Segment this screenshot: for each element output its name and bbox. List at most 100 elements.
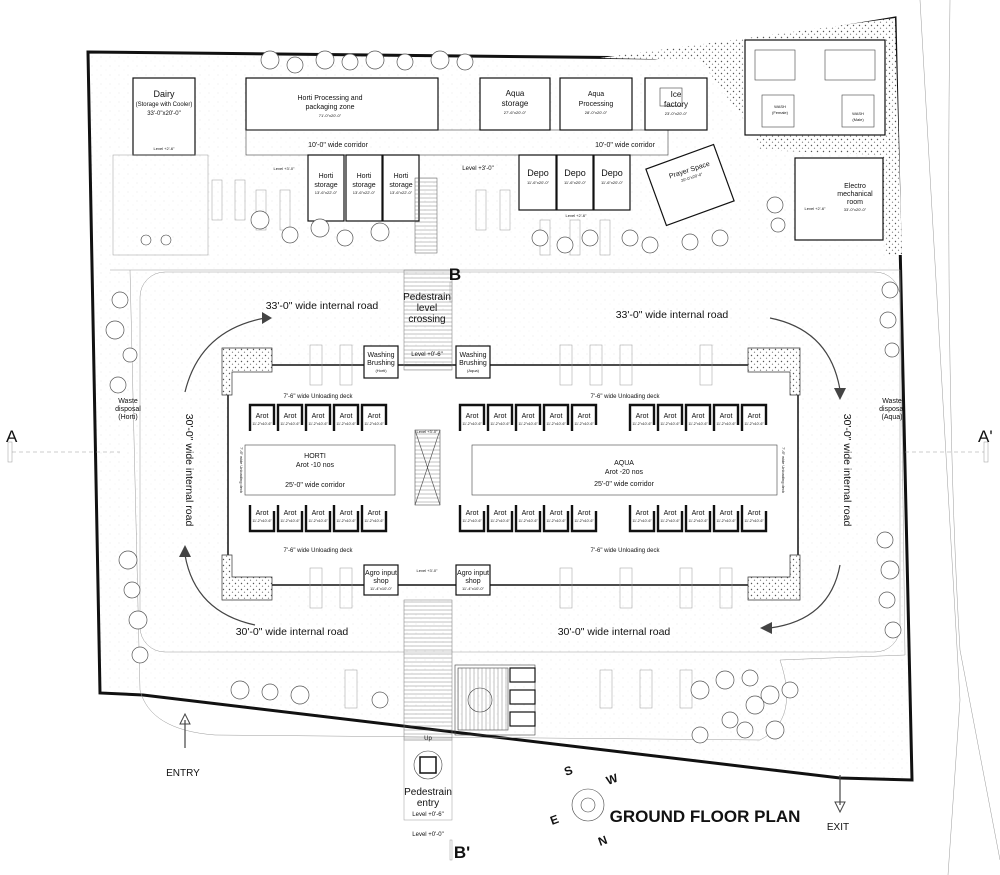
dairy-sub: (Storage with Cooler) — [136, 102, 193, 108]
tree — [884, 342, 900, 358]
corridor-left-label: 10'-0" wide corridor — [308, 142, 369, 149]
tree — [884, 621, 902, 639]
arot-stall — [360, 505, 388, 533]
depo-3-size: 11'-6"x20'-0" — [601, 180, 624, 185]
depo-3-label: Depo — [601, 168, 623, 178]
aqua-title: AQUA — [614, 460, 634, 467]
arot-stall — [458, 403, 486, 431]
tree — [396, 53, 414, 71]
tree — [456, 53, 474, 71]
aqua-storage-label2: storage — [502, 99, 529, 108]
arot-stall — [486, 403, 514, 431]
arot-label: Arot — [550, 510, 563, 517]
deck-top-left: 7'-6" wide Unloading deck — [284, 394, 354, 400]
arot-size: 11'-2"x10'-6" — [518, 519, 538, 523]
depo-2-label: Depo — [564, 168, 586, 178]
arot-size: 11'-2"x10'-6" — [660, 519, 680, 523]
arot-label: Arot — [692, 413, 705, 420]
tree — [430, 50, 450, 70]
tree — [745, 695, 765, 715]
tree — [111, 291, 129, 309]
agro-left-2: shop — [373, 578, 388, 585]
washing-horti-2: Brushing — [367, 360, 395, 367]
arot-stall — [514, 403, 542, 431]
electro-label: Electro — [844, 183, 866, 190]
washing-aqua-3: (Aqua) — [467, 368, 480, 373]
washing-horti-1: Washing — [368, 352, 395, 359]
horti-storage-3-label: Horti — [394, 173, 409, 180]
tree — [556, 236, 574, 254]
arot-size: 11'-2"x10'-6" — [574, 519, 594, 523]
tree — [715, 670, 735, 690]
wash-female-label: WASH — [774, 104, 786, 109]
electro-label2: mechanical — [837, 191, 873, 198]
arot-label: Arot — [636, 510, 649, 517]
arot-stall — [570, 403, 598, 431]
ped-crossing-3: crossing — [408, 314, 445, 325]
up-label: Up — [424, 736, 432, 742]
arot-stall — [740, 403, 768, 431]
arot-stall — [628, 505, 656, 533]
washing-aqua-room — [455, 345, 491, 379]
arot-stall — [712, 505, 740, 533]
arot-label: Arot — [284, 413, 297, 420]
arot-label: Arot — [748, 413, 761, 420]
arot-size: 11'-2"x10'-6" — [632, 519, 652, 523]
arot-stalls: Arot 11'-2"x10'-6" Arot 11'-2"x10'-6" Arot 11… — [248, 403, 768, 533]
horti-storage-2-label2: storage — [352, 182, 375, 189]
tree — [290, 685, 310, 705]
arot-label: Arot — [312, 413, 325, 420]
bottom-parking — [309, 344, 733, 709]
arot-size: 11'-2"x10'-6" — [744, 519, 764, 523]
depo-1-size: 11'-6"x20'-0" — [527, 180, 550, 185]
aqua-storage-label: Aqua — [506, 89, 525, 98]
horti-storage-2 — [345, 154, 383, 222]
arot-stall — [304, 505, 332, 533]
ice-factory-room — [644, 77, 708, 131]
horti-processing-size: 71'-0"x20'-0" — [319, 113, 342, 118]
level-plus06-entry: Level +0'-6" — [412, 812, 443, 818]
road-arrow-br — [769, 564, 841, 629]
wash-male-sub: (Male) — [852, 117, 864, 122]
arot-stall — [628, 403, 656, 431]
prayer-space-room — [645, 143, 735, 227]
arot-stall — [684, 403, 712, 431]
road-bottom-left: 30'-0" wide internal road — [236, 626, 349, 638]
waste-horti-1: Waste — [118, 398, 138, 405]
horti-storage-2-label: Horti — [357, 173, 372, 180]
arot-label: Arot — [256, 413, 269, 420]
ramp — [414, 177, 438, 254]
horti-storage-1-label: Horti — [319, 173, 334, 180]
arot-stall — [740, 505, 768, 533]
aqua-storage-room — [479, 77, 551, 131]
horti-processing-room — [245, 77, 439, 131]
arot-label: Arot — [720, 510, 733, 517]
arot-size: 11'-2"x10'-6" — [336, 422, 356, 426]
tree — [781, 681, 799, 699]
arot-label: Arot — [256, 510, 269, 517]
deck-bottom-right: 7'-6" wide Unloading deck — [591, 548, 661, 554]
arot-size: 11'-2"x10'-6" — [308, 519, 328, 523]
horti-processing-label2: packaging zone — [305, 104, 354, 111]
arot-label: Arot — [368, 413, 381, 420]
waste-horti-2: disposal — [115, 406, 141, 413]
tree — [371, 691, 389, 709]
arot-label: Arot — [340, 413, 353, 420]
aqua-corridor: 25'-0" wide corridor — [594, 481, 655, 488]
agro-shop-right — [455, 564, 491, 596]
tree — [109, 376, 127, 394]
level-plus2-electro: Level +2'-6" — [805, 206, 827, 211]
corridor — [245, 129, 669, 156]
road-arrow-tl — [184, 317, 266, 393]
tree — [760, 685, 780, 705]
arot-label: Arot — [494, 413, 507, 420]
waste-aqua-2: disposal — [879, 406, 905, 413]
waste-aqua-1: Waste — [882, 398, 902, 405]
road-right: 30'-0" wide internal road — [841, 414, 853, 527]
arot-stall — [276, 505, 304, 533]
ped-entry-1: Pedestrain — [404, 787, 452, 798]
dairy-room — [132, 77, 196, 156]
arot-label: Arot — [578, 413, 591, 420]
tree — [336, 229, 354, 247]
toilet-block — [744, 39, 886, 136]
